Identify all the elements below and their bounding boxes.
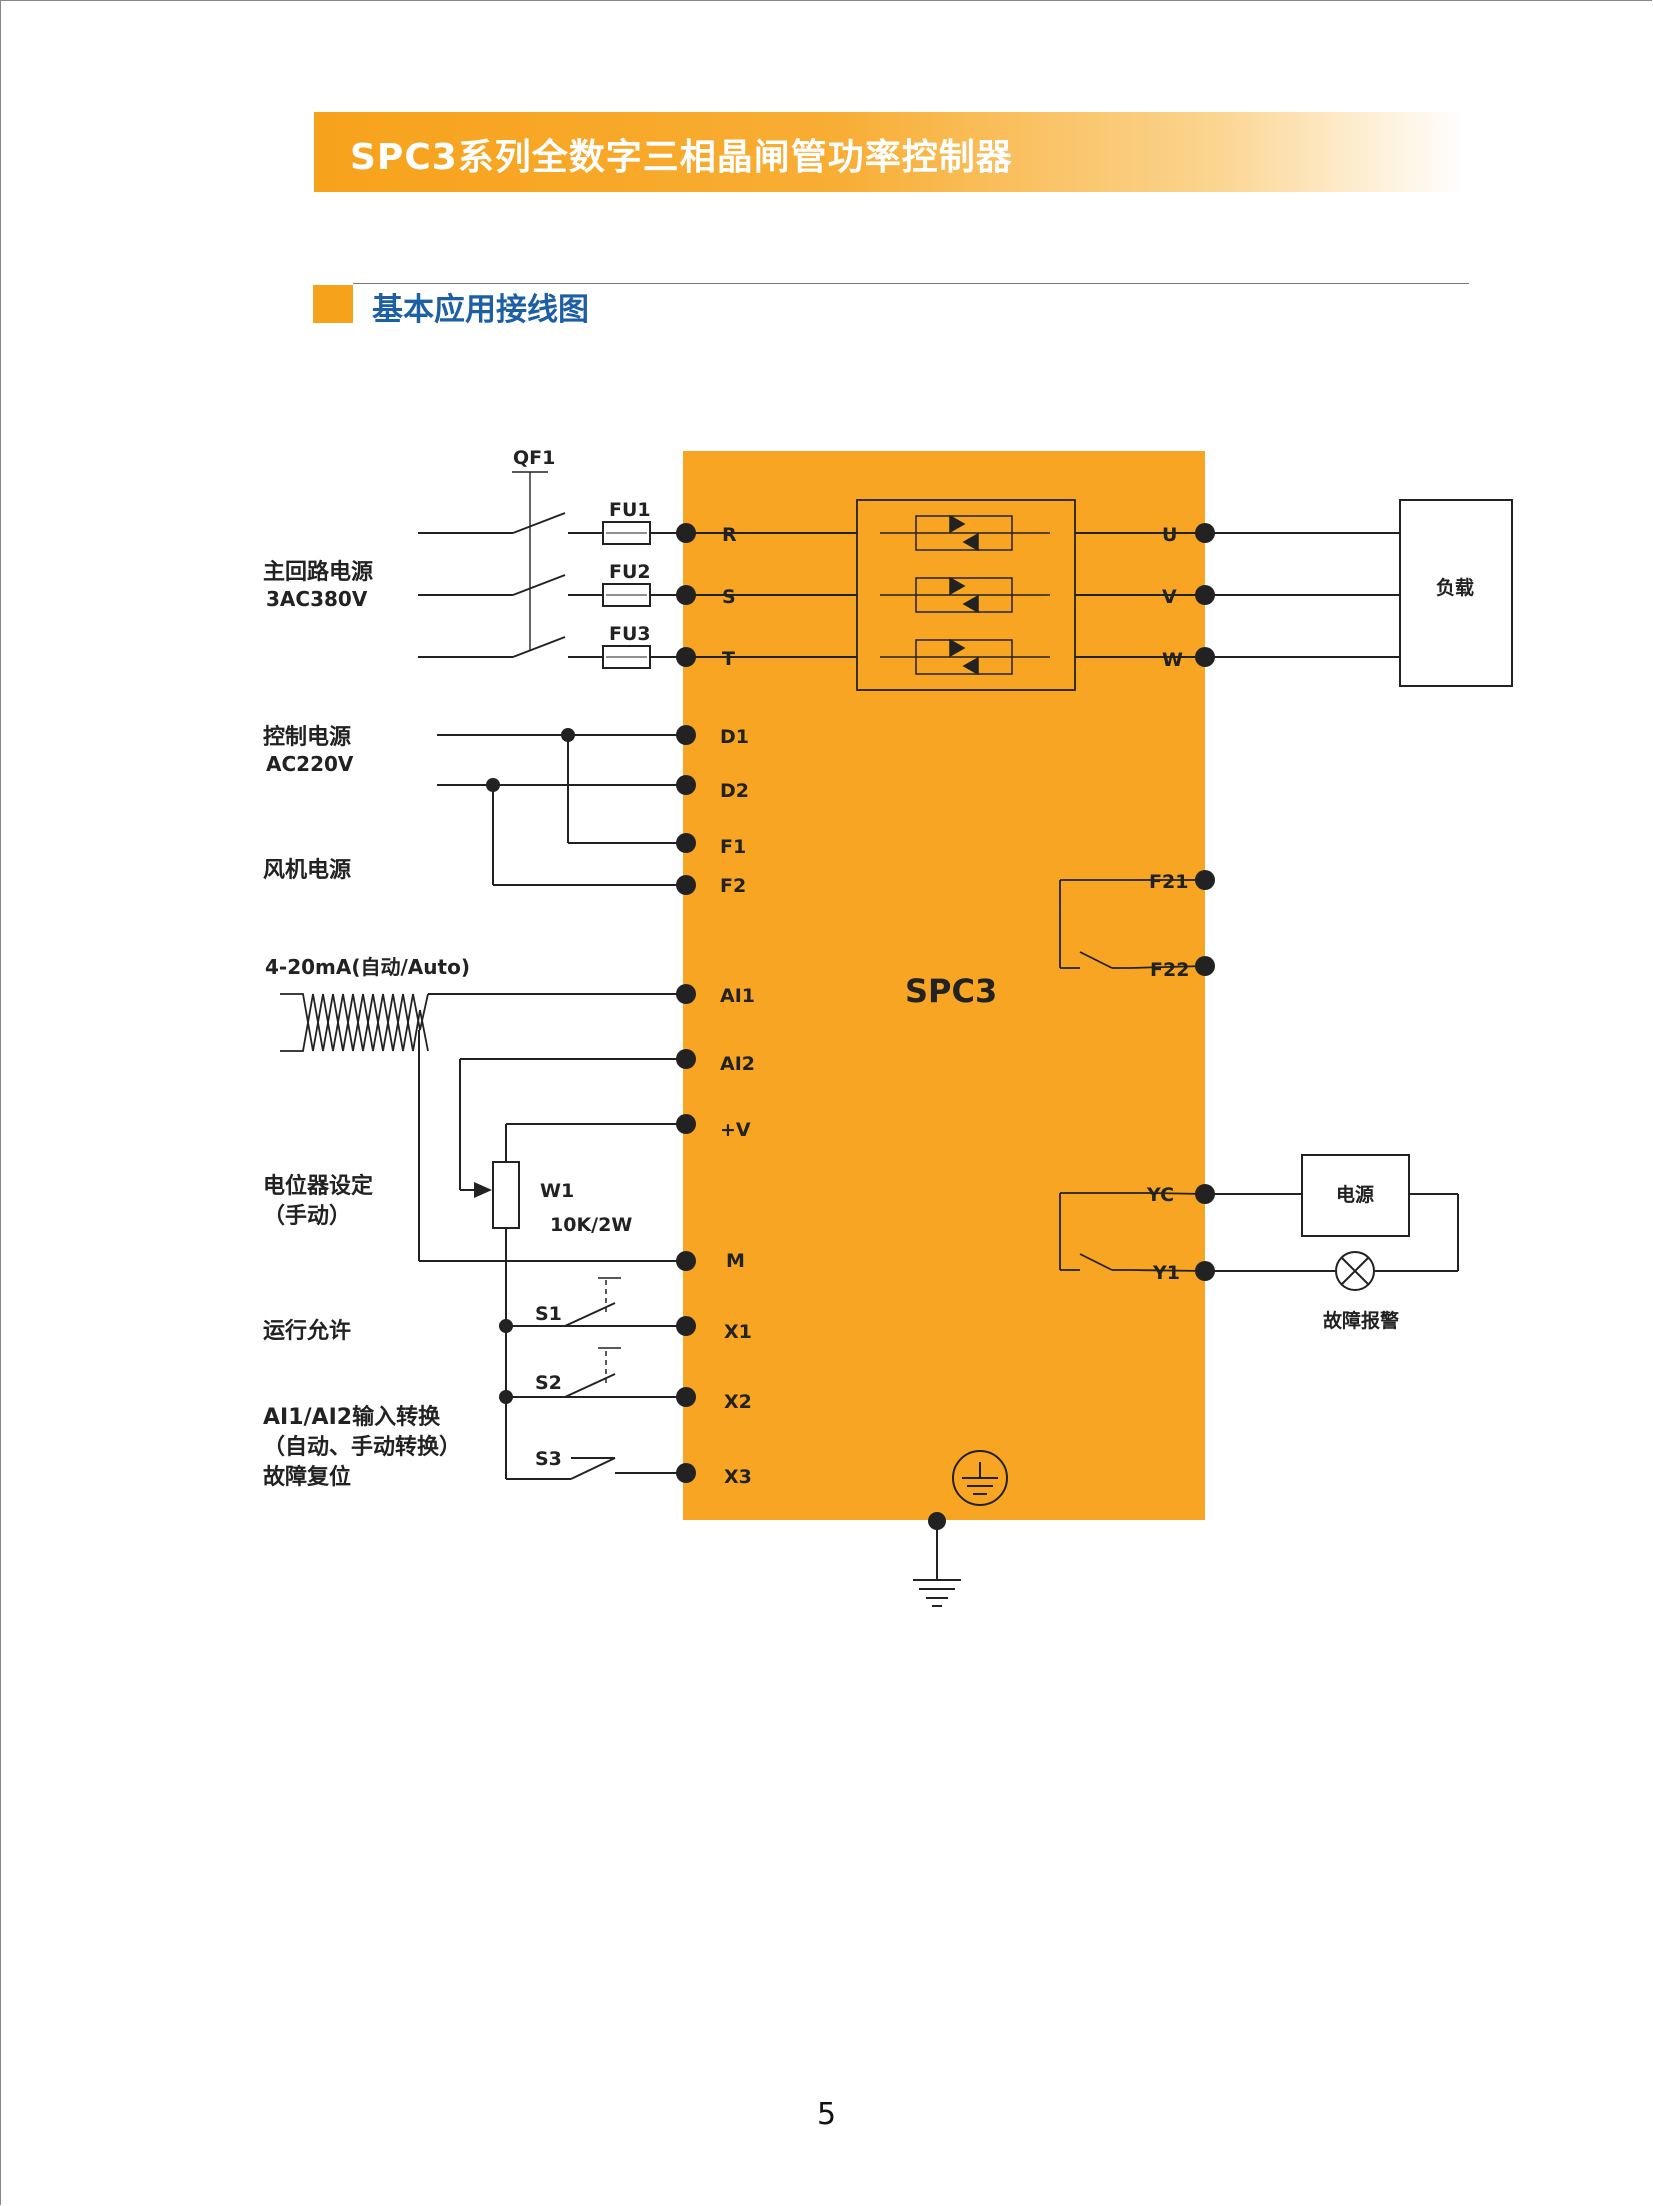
junction-dot <box>499 1390 513 1404</box>
label-input-switch-mode: （自动、手动转换） <box>263 1434 461 1460</box>
label-analog-input: 4-20mA(自动/Auto) <box>265 955 470 979</box>
terminal-label-y1: Y1 <box>1152 1262 1180 1284</box>
page-title: SPC3系列全数字三相晶闸管功率控制器 <box>350 137 1013 178</box>
terminal-label-f1: F1 <box>720 836 746 858</box>
label-main-power: 主回路电源 <box>263 559 373 585</box>
junction-dot <box>499 1319 513 1333</box>
fuse-label-fu3: FU3 <box>609 623 651 645</box>
terminal-label-f21: F21 <box>1149 871 1188 893</box>
terminal-label-ai2: AI2 <box>720 1053 755 1075</box>
breaker-label: QF1 <box>513 447 555 469</box>
power-source-label: 电源 <box>1336 1183 1374 1206</box>
fuse-label-fu2: FU2 <box>609 561 651 583</box>
terminal-label-v: V <box>1162 586 1177 608</box>
terminal-label-m: M <box>726 1250 745 1272</box>
alarm-lamp-icon <box>1335 1251 1375 1291</box>
label-fault-reset: 故障复位 <box>263 1464 351 1490</box>
power-source-box <box>1301 1154 1410 1237</box>
terminal-label-plus-v: +V <box>720 1119 751 1141</box>
earth-ground-icon <box>913 1579 961 1607</box>
controller-body <box>683 451 1205 1520</box>
switch-label-s2: S2 <box>535 1372 562 1394</box>
potentiometer-w1 <box>492 1161 520 1229</box>
terminal-label-s: S <box>722 586 736 608</box>
label-control-power-voltage: AC220V <box>266 752 354 776</box>
thyristor-pair-s <box>880 576 1050 614</box>
potentiometer-rating: 10K/2W <box>550 1214 632 1236</box>
terminal-label-yc: YC <box>1146 1184 1174 1206</box>
label-run-enable: 运行允许 <box>263 1318 351 1344</box>
label-input-switch: AI1/AI2输入转换 <box>263 1404 441 1430</box>
switch-label-s1: S1 <box>535 1303 562 1325</box>
junction-dot <box>561 728 575 742</box>
controller-label: SPC3 <box>905 972 997 1010</box>
terminal-label-d2: D2 <box>720 780 749 802</box>
terminal-label-f2: F2 <box>720 875 746 897</box>
label-pot-setting: 电位器设定 <box>263 1173 373 1199</box>
label-main-power-voltage: 3AC380V <box>266 587 368 611</box>
terminal-label-d1: D1 <box>720 726 749 748</box>
terminal-label-f22: F22 <box>1150 959 1189 981</box>
label-pot-setting-manual: （手动） <box>263 1204 351 1229</box>
junction-dot <box>486 778 500 792</box>
terminal-label-x2: X2 <box>724 1391 752 1413</box>
label-control-power: 控制电源 <box>263 724 351 750</box>
terminal-label-r: R <box>722 524 737 546</box>
section-marker <box>313 285 353 323</box>
load-label: 负载 <box>1436 576 1474 599</box>
chassis-ground-icon <box>952 1450 1008 1506</box>
terminal-label-w: W <box>1162 649 1183 671</box>
header-band <box>314 112 1464 192</box>
terminal-label-x1: X1 <box>724 1321 752 1343</box>
switch-label-s3: S3 <box>535 1448 562 1470</box>
thyristor-pair-r <box>880 514 1050 552</box>
section-title: 基本应用接线图 <box>372 292 589 328</box>
load-box <box>1399 499 1513 687</box>
ground-terminal <box>928 1512 946 1530</box>
page-number: 5 <box>816 2097 837 2132</box>
left-terminal-dots <box>676 523 696 1483</box>
thyristor-pair-t <box>880 638 1050 676</box>
label-fan-power: 风机电源 <box>263 858 351 883</box>
section-divider <box>353 283 1469 284</box>
terminal-label-t: T <box>722 648 735 670</box>
terminal-label-ai1: AI1 <box>720 985 755 1007</box>
terminal-label-x3: X3 <box>724 1466 752 1488</box>
terminal-label-u: U <box>1162 524 1177 546</box>
potentiometer-name: W1 <box>540 1180 574 1202</box>
fuse-label-fu1: FU1 <box>609 499 651 521</box>
alarm-label: 故障报警 <box>1323 1309 1399 1332</box>
